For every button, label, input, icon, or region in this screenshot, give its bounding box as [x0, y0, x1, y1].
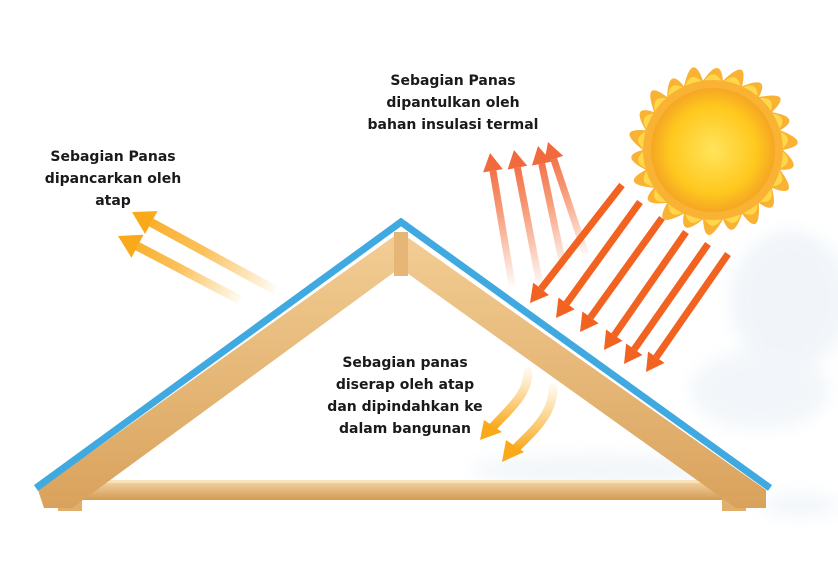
absorbed-label-line: Sebagian panas [342, 355, 468, 371]
emitted-label-line: atap [95, 193, 131, 209]
background-cloud [470, 230, 838, 517]
absorbed-heat-label: Sebagian panas diserap oleh atap dan dip… [290, 352, 520, 440]
emitted-heat-label: Sebagian Panas dipancarkan oleh atap [18, 146, 208, 212]
emitted-label-line: dipancarkan oleh [44, 171, 182, 187]
reflected-heat-label: Sebagian Panas dipantulkan oleh bahan in… [348, 70, 558, 136]
absorbed-label-line: diserap oleh atap [335, 377, 475, 393]
reflected-heat-arrow-icon [483, 142, 590, 286]
absorbed-heat-arrow-icon [480, 367, 558, 462]
sun-icon [629, 67, 798, 235]
absorbed-label-line: dan dipindahkan ke [327, 399, 483, 415]
reflected-label-line: bahan insulasi termal [367, 117, 539, 133]
roof-truss [33, 217, 773, 511]
emitted-heat-arrow-icon [118, 211, 278, 304]
emitted-label-line: Sebagian Panas [50, 149, 176, 165]
sunlight-arrow-icon [530, 182, 731, 372]
reflected-label-line: Sebagian Panas [390, 73, 516, 89]
reflected-label-line: dipantulkan oleh [386, 95, 520, 111]
absorbed-label-line: dalam bangunan [339, 421, 471, 437]
